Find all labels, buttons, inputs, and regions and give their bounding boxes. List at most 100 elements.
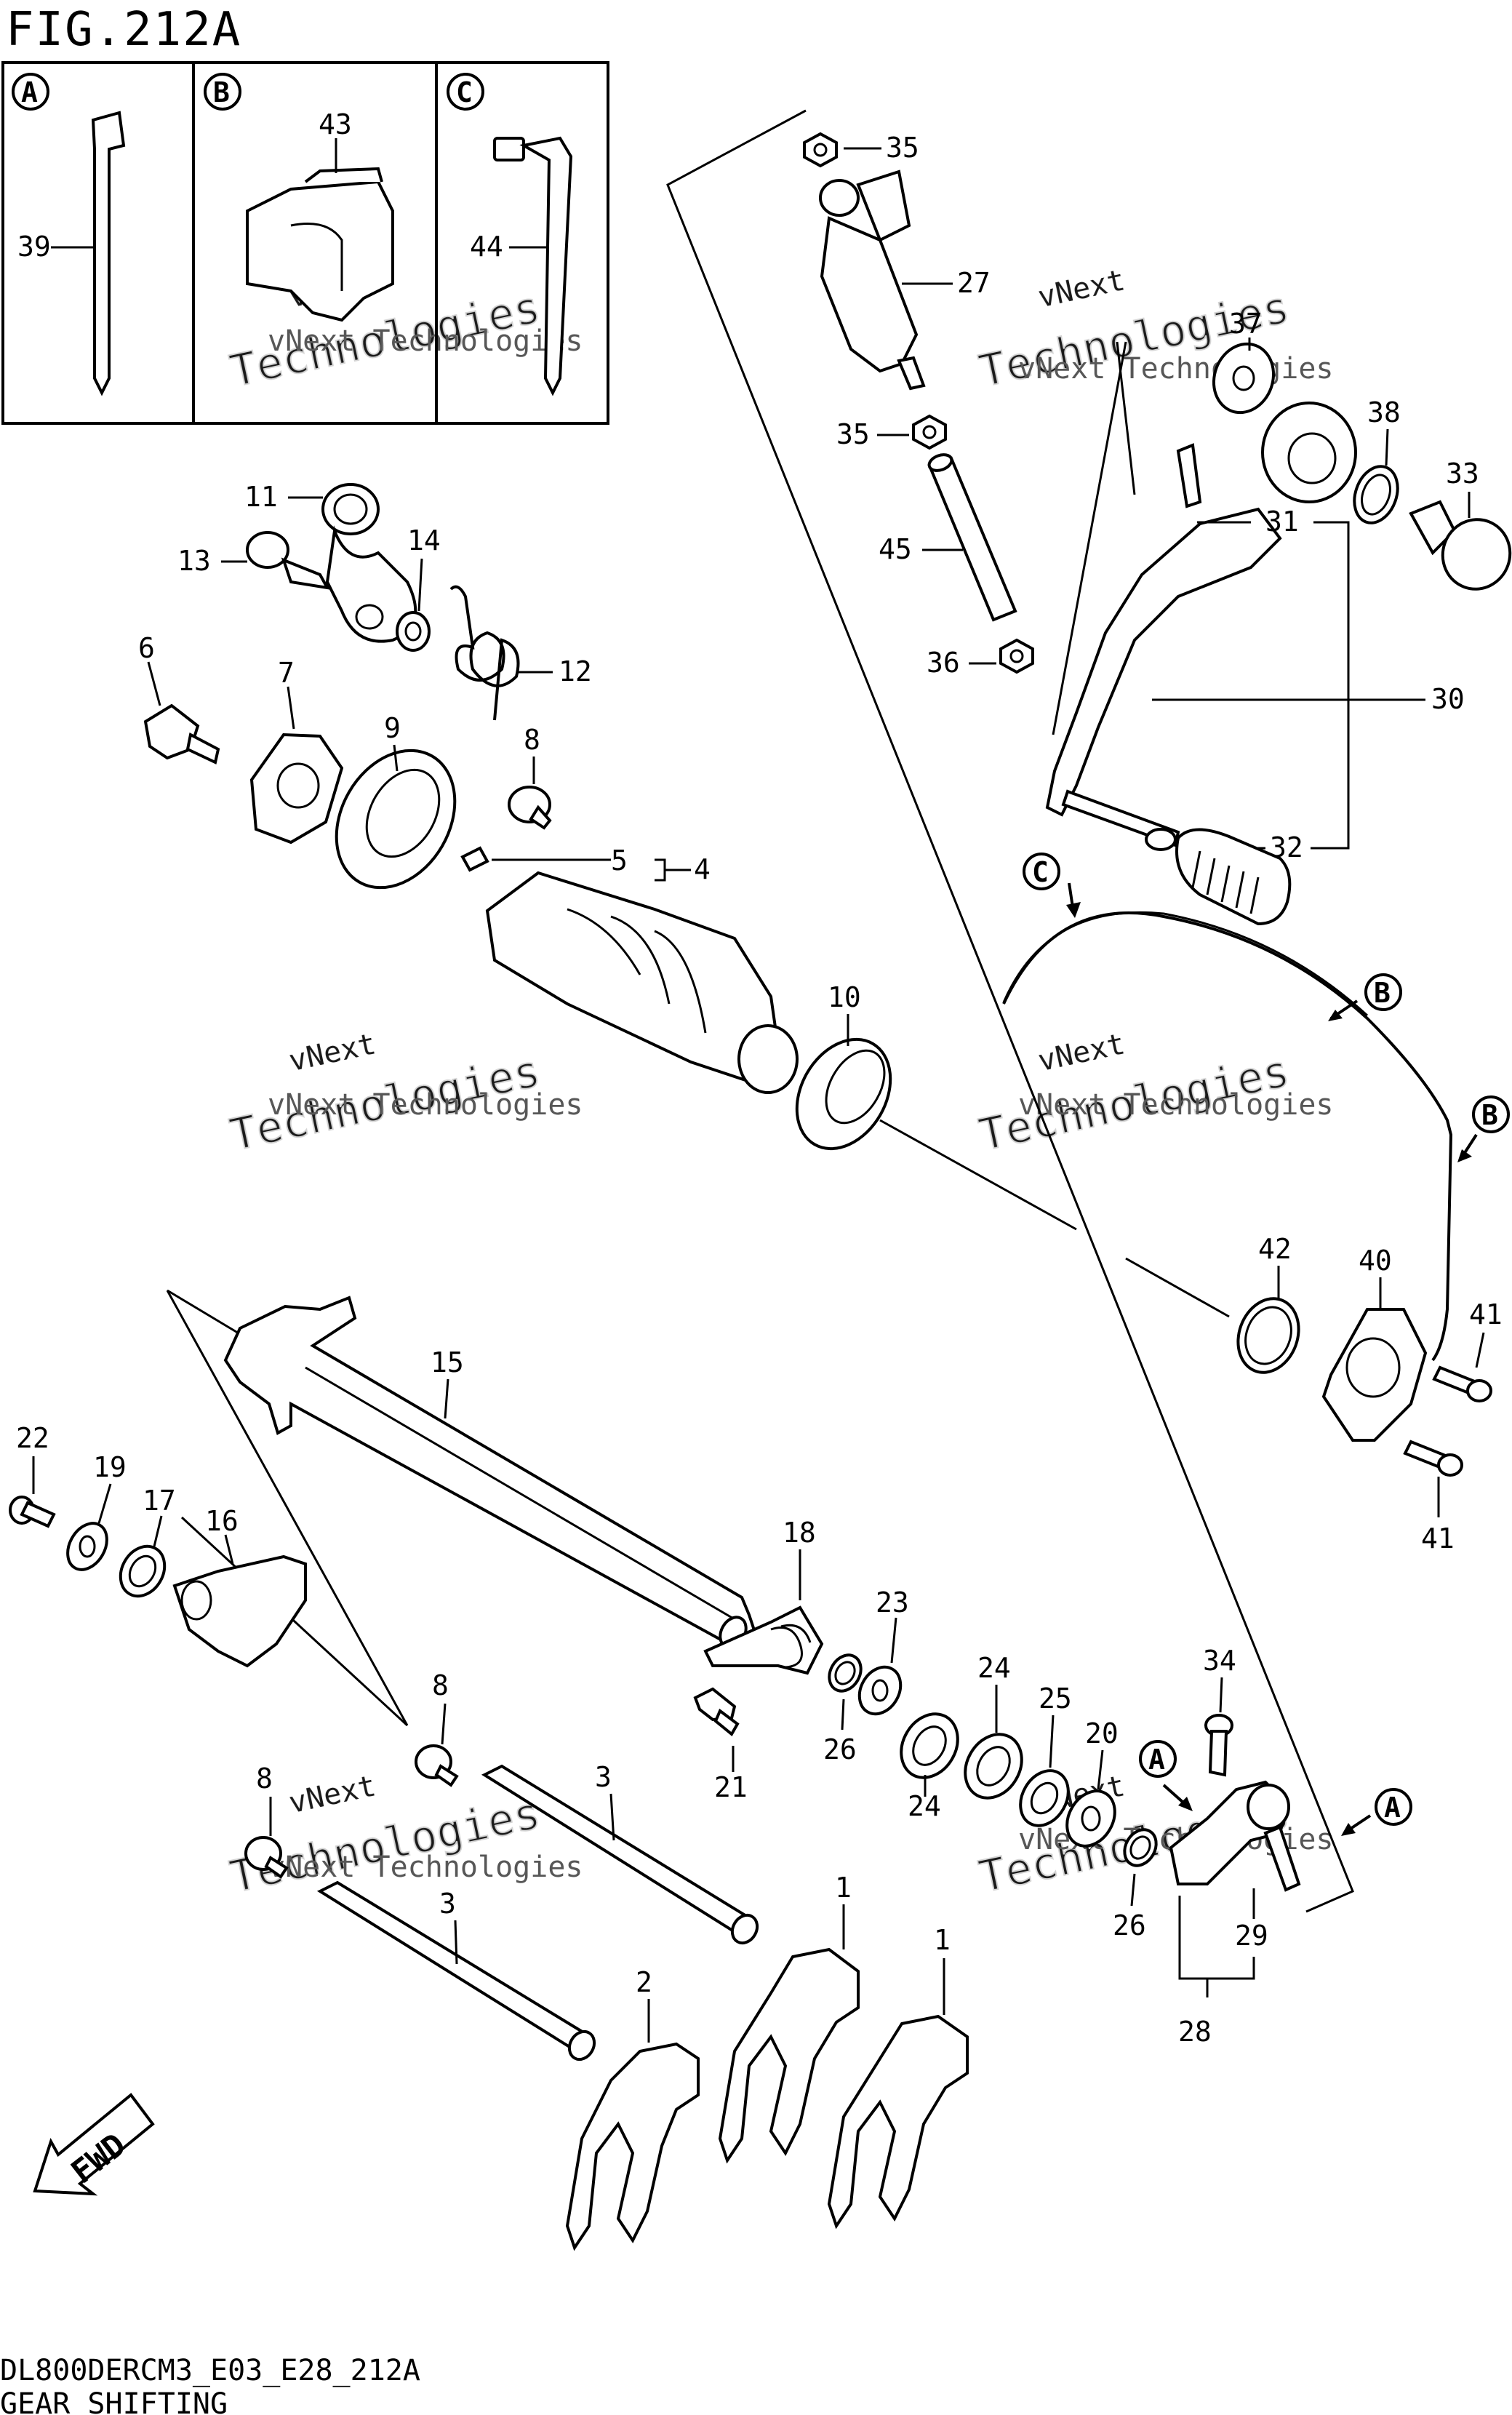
part-36-nut: 36 — [927, 638, 1034, 679]
svg-text:B: B — [1481, 1099, 1498, 1131]
ref-arrow-b1: B — [1328, 973, 1402, 1021]
inset-box: A B C 39 43 44 — [1, 61, 609, 425]
part-28-29-shift-arm: 29 28 — [1169, 1780, 1301, 2048]
svg-text:21: 21 — [714, 1771, 748, 1803]
part-22-pin: 22 — [9, 1422, 56, 1528]
part-6-pin: 6 — [138, 632, 220, 765]
part-42-oring: 42 — [1236, 1233, 1300, 1374]
part-41-bolt-upper: 41 — [1432, 1298, 1503, 1402]
part-18-spring: 18 — [703, 1517, 824, 1675]
svg-text:vNext: vNext — [286, 1027, 378, 1078]
svg-text:C: C — [1032, 856, 1049, 888]
svg-text:vNext Technologies: vNext Technologies — [268, 324, 583, 358]
svg-text:22: 22 — [16, 1422, 49, 1454]
svg-text:11: 11 — [244, 481, 278, 513]
svg-text:37: 37 — [1229, 308, 1263, 340]
svg-text:vNext Technologies: vNext Technologies — [1018, 1088, 1333, 1122]
svg-text:33: 33 — [1446, 458, 1479, 490]
svg-text:44: 44 — [470, 231, 503, 263]
part-19-washer: 19 — [66, 1451, 127, 1571]
svg-text:28: 28 — [1178, 2016, 1212, 2048]
svg-text:34: 34 — [1203, 1645, 1236, 1677]
svg-text:14: 14 — [407, 524, 441, 556]
svg-text:3: 3 — [439, 1888, 456, 1920]
ref-arrow-a2: A — [1341, 1788, 1412, 1836]
part-45-rod: 45 — [879, 453, 1017, 622]
part-13-bolt: 13 — [177, 531, 330, 590]
ref-arrow-b2: B — [1457, 1095, 1510, 1162]
svg-text:B: B — [1374, 977, 1391, 1009]
svg-text:8: 8 — [256, 1763, 273, 1795]
svg-text:17: 17 — [143, 1485, 176, 1517]
svg-text:24: 24 — [977, 1652, 1011, 1684]
svg-text:9: 9 — [384, 712, 401, 744]
inset-c-label: C — [456, 76, 473, 108]
part-30-shift-lever: 30 — [1045, 402, 1465, 817]
svg-text:8: 8 — [524, 724, 540, 756]
part-26-circlip-left: 26 — [823, 1653, 863, 1765]
svg-text:41: 41 — [1421, 1522, 1455, 1554]
part-21-stopper-bolt: 21 — [693, 1687, 748, 1803]
svg-text:4: 4 — [694, 853, 711, 885]
figure-title: FIG.212A — [6, 3, 241, 57]
part-2-shift-fork: 2 — [565, 1966, 700, 2251]
inset-b-label: B — [213, 76, 230, 108]
part-3-fork-shaft-upper: 3 — [481, 1761, 759, 1945]
svg-text:23: 23 — [876, 1586, 909, 1618]
ref-arrow-c: C — [1023, 853, 1081, 918]
svg-text:30: 30 — [1431, 683, 1465, 715]
svg-text:vNext: vNext — [286, 1769, 378, 1820]
svg-text:41: 41 — [1469, 1298, 1503, 1330]
fwd-arrow: FWD — [33, 2093, 155, 2196]
svg-text:36: 36 — [927, 647, 960, 679]
part-8-stopper: 8 — [508, 724, 552, 830]
part-20-washer: 20 — [1065, 1717, 1119, 1848]
part-23-washer: 23 — [857, 1586, 909, 1716]
svg-text:24: 24 — [908, 1790, 941, 1822]
svg-text:15: 15 — [431, 1346, 464, 1378]
svg-text:vNext Technologies: vNext Technologies — [268, 1851, 583, 1884]
part-39-cable-tie: 39 — [17, 111, 126, 396]
svg-text:5: 5 — [611, 845, 628, 877]
wire-harness — [1002, 911, 1453, 1362]
part-41-bolt-lower: 41 — [1403, 1440, 1463, 1554]
svg-text:42: 42 — [1258, 1233, 1292, 1265]
part-26-circlip-right: 26 — [1113, 1828, 1158, 1941]
part-43-clamp: 43 — [246, 108, 394, 322]
svg-text:8: 8 — [432, 1669, 449, 1701]
svg-text:20: 20 — [1085, 1717, 1119, 1749]
svg-text:43: 43 — [319, 108, 352, 140]
svg-text:7: 7 — [278, 657, 295, 689]
svg-text:25: 25 — [1039, 1682, 1072, 1715]
svg-text:26: 26 — [823, 1733, 857, 1765]
svg-text:10: 10 — [828, 981, 861, 1013]
svg-text:A: A — [1384, 1792, 1401, 1824]
part-1-shift-fork-left: 1 — [718, 1872, 860, 2164]
part-12-spring: 12 — [449, 585, 592, 721]
svg-text:45: 45 — [879, 533, 912, 565]
svg-text:vNext: vNext — [1035, 1027, 1127, 1078]
part-24-bearing-right: 24 — [964, 1652, 1023, 1800]
svg-text:vNext Technologies: vNext Technologies — [268, 1088, 583, 1122]
part-10-needle-bearing: 10 — [795, 981, 892, 1151]
svg-text:A: A — [1148, 1744, 1165, 1776]
part-35-nut-upper: 35 — [803, 132, 919, 168]
part-33-bolt: 33 — [1409, 458, 1512, 591]
part-40-sensor: 40 — [1321, 1245, 1428, 1442]
svg-text:3: 3 — [595, 1761, 612, 1793]
part-35-nut-lower: 35 — [836, 414, 947, 450]
part-25-oil-seal: 25 — [1019, 1682, 1072, 1827]
part-11-shift-arm: 11 — [244, 481, 417, 643]
part-31-32-callout: 31 32 — [1197, 506, 1350, 863]
svg-text:29: 29 — [1235, 1920, 1268, 1952]
part-9-bearing: 9 — [335, 712, 457, 890]
part-24-bearing-left: 24 — [900, 1712, 959, 1822]
svg-text:16: 16 — [205, 1505, 239, 1537]
svg-text:vNext Technologies: vNext Technologies — [1018, 352, 1333, 386]
part-8-stopper-lower: 8 — [244, 1763, 289, 1879]
svg-text:35: 35 — [836, 418, 870, 450]
svg-text:12: 12 — [559, 655, 592, 687]
part-5-pin: 5 — [460, 845, 628, 877]
part-37-washer: 37 — [1212, 308, 1276, 415]
